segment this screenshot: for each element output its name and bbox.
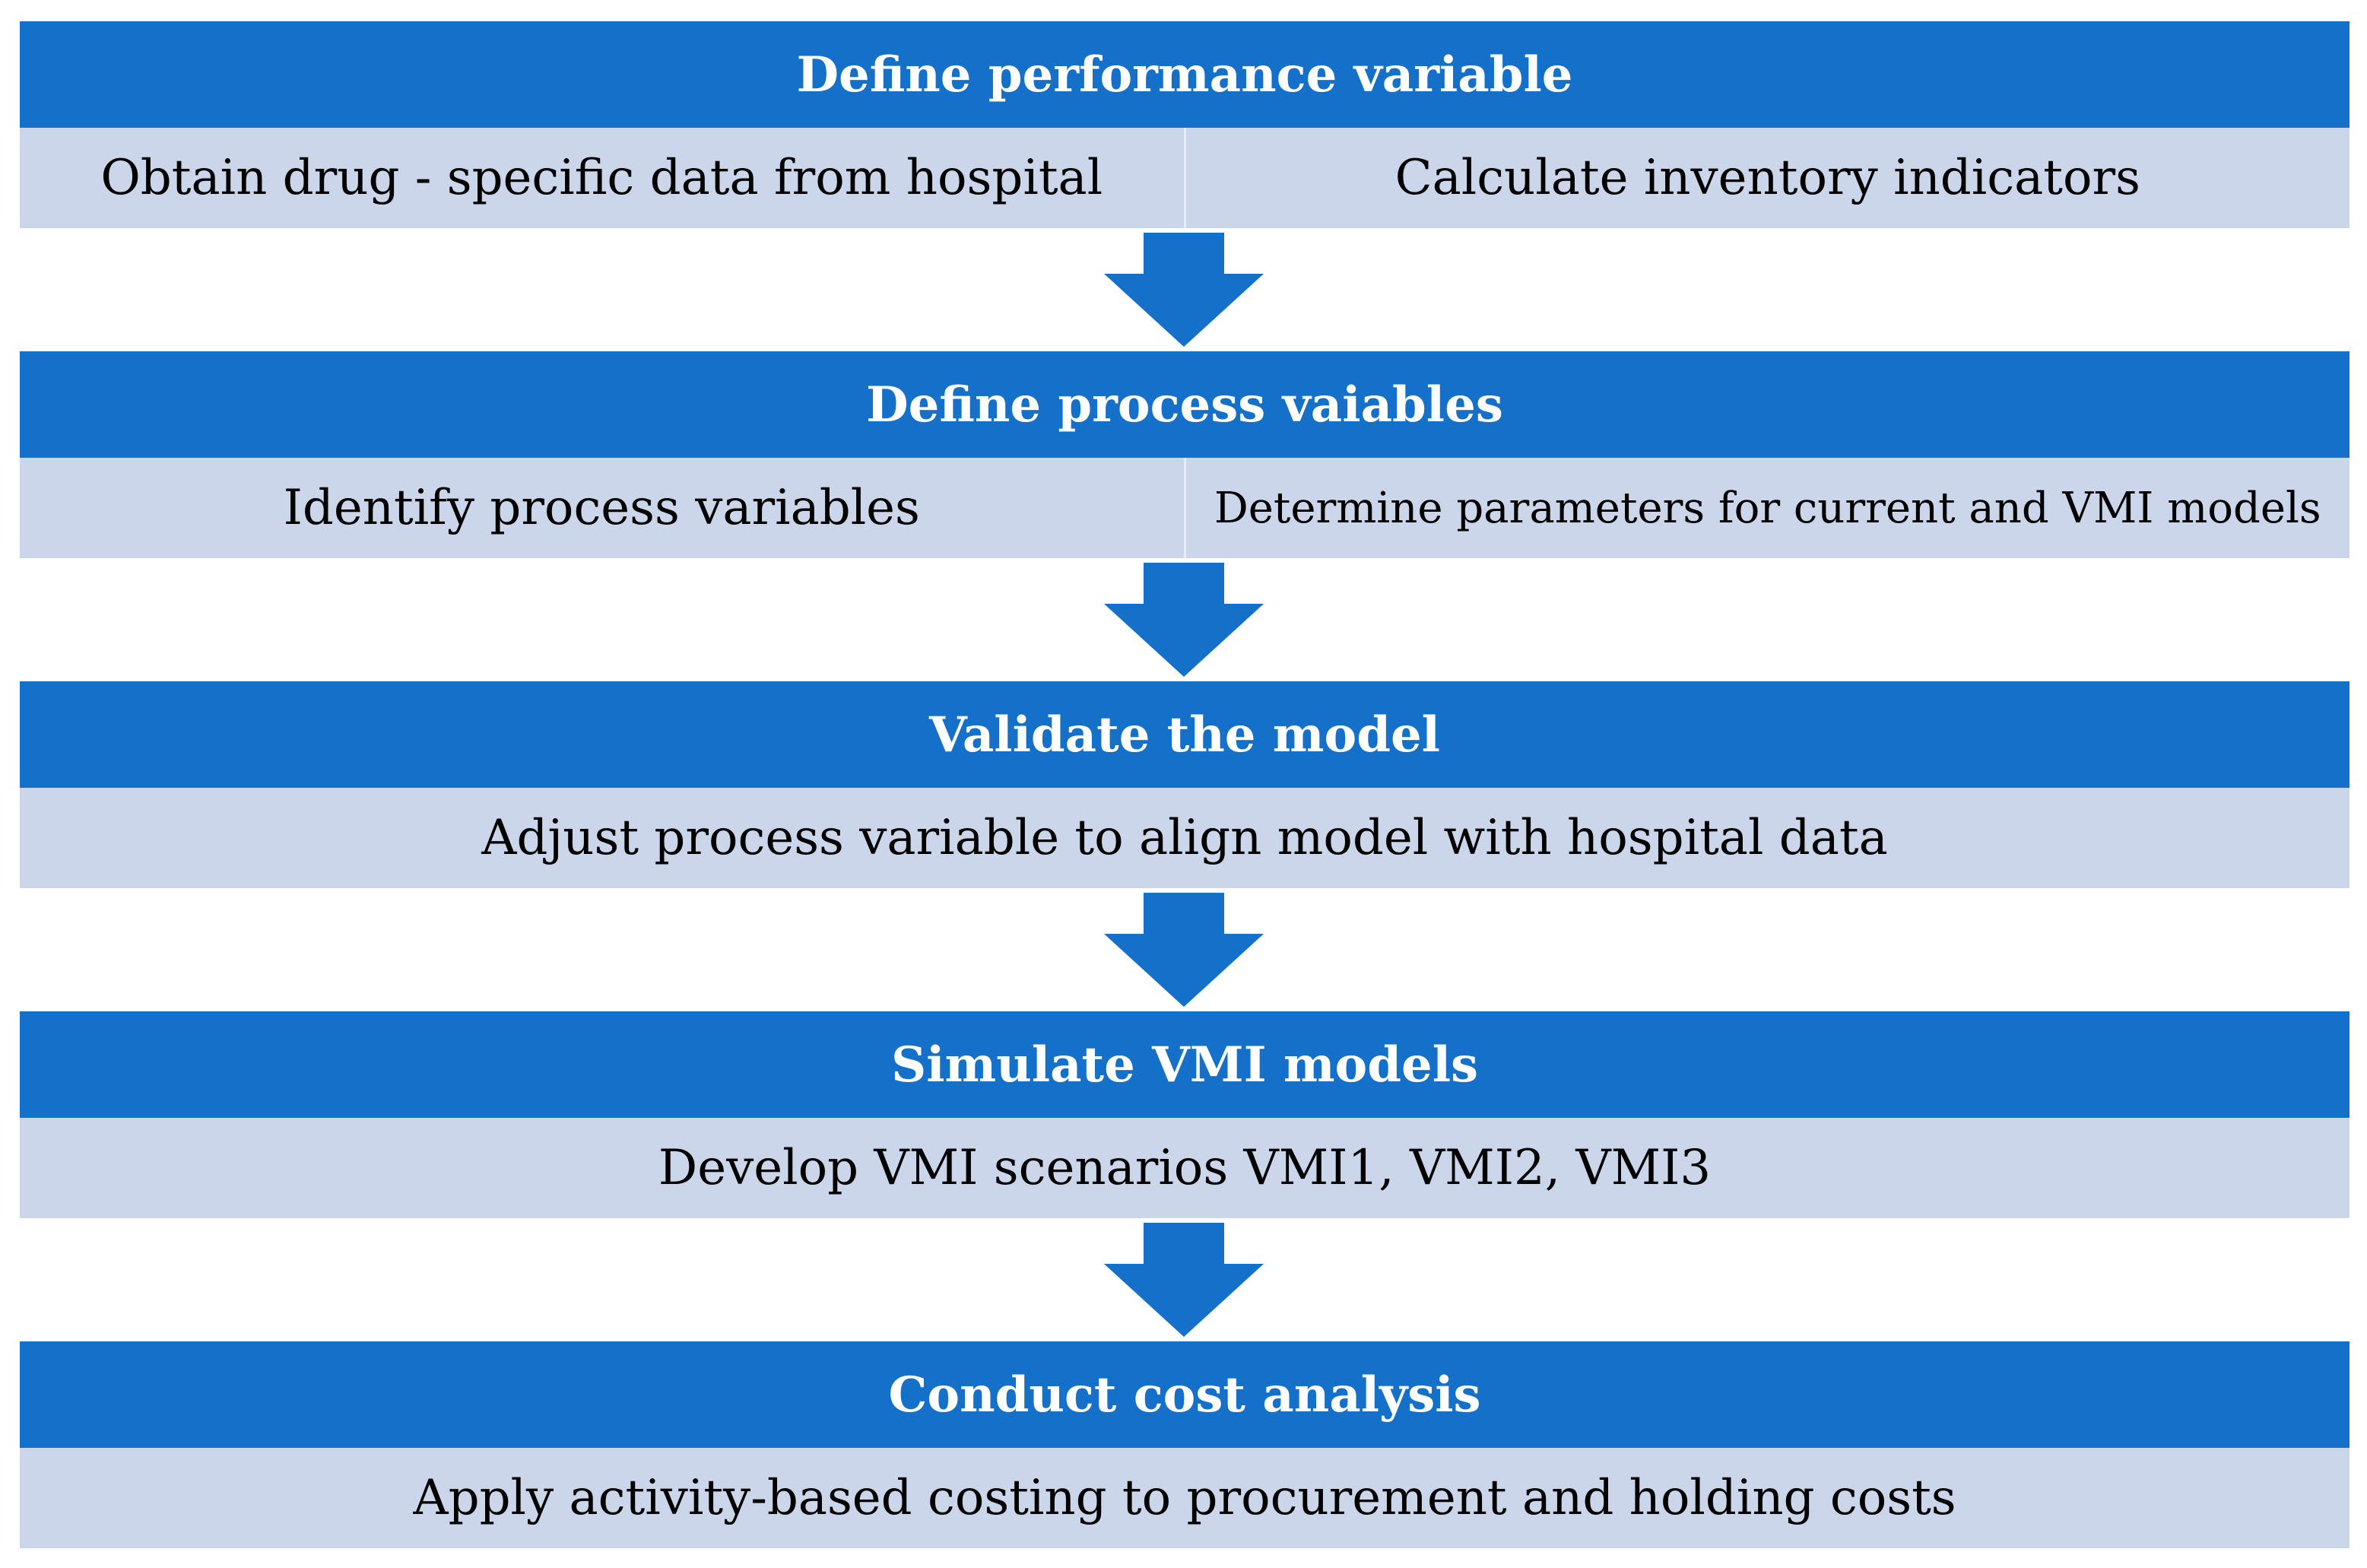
stage-validate-model: Validate the model Adjust process variab… [20, 681, 2350, 888]
stage-title: Define process vaiables [20, 351, 2350, 458]
stage-details: Obtain drug - specific data from hospita… [20, 128, 2350, 228]
stage-title: Define performance variable [20, 21, 2350, 128]
stage-conduct-cost-analysis: Conduct cost analysis Apply activity-bas… [20, 1341, 2350, 1548]
down-arrow-icon [1104, 1223, 1264, 1337]
stage-item: Determine parameters for current and VMI… [1183, 458, 2350, 558]
stage-item: Develop VMI scenarios VMI1, VMI2, VMI3 [658, 1140, 1712, 1196]
stage-title: Validate the model [20, 681, 2350, 788]
stage-details: Develop VMI scenarios VMI1, VMI2, VMI3 [20, 1118, 2350, 1218]
stage-item: Adjust process variable to align model w… [481, 810, 1888, 866]
stage-item: Calculate inventory indicators [1183, 128, 2350, 228]
stage-details: Adjust process variable to align model w… [20, 788, 2350, 888]
stage-title: Simulate VMI models [20, 1011, 2350, 1118]
stage-details: Apply activity-based costing to procurem… [20, 1448, 2350, 1548]
stage-details: Identify process variables Determine par… [20, 458, 2350, 558]
stage-title: Conduct cost analysis [20, 1341, 2350, 1448]
down-arrow-icon [1104, 233, 1264, 347]
down-arrow-icon [1104, 893, 1264, 1007]
down-arrow-icon [1104, 563, 1264, 677]
stage-item: Obtain drug - specific data from hospita… [100, 150, 1103, 206]
stage-define-process-variables: Define process vaiables Identify process… [20, 351, 2350, 558]
stage-define-performance-variable: Define performance variable Obtain drug … [20, 21, 2350, 228]
stage-simulate-vmi-models: Simulate VMI models Develop VMI scenario… [20, 1011, 2350, 1218]
stage-item: Identify process variables [283, 480, 920, 536]
stage-item: Apply activity-based costing to procurem… [413, 1470, 1956, 1526]
